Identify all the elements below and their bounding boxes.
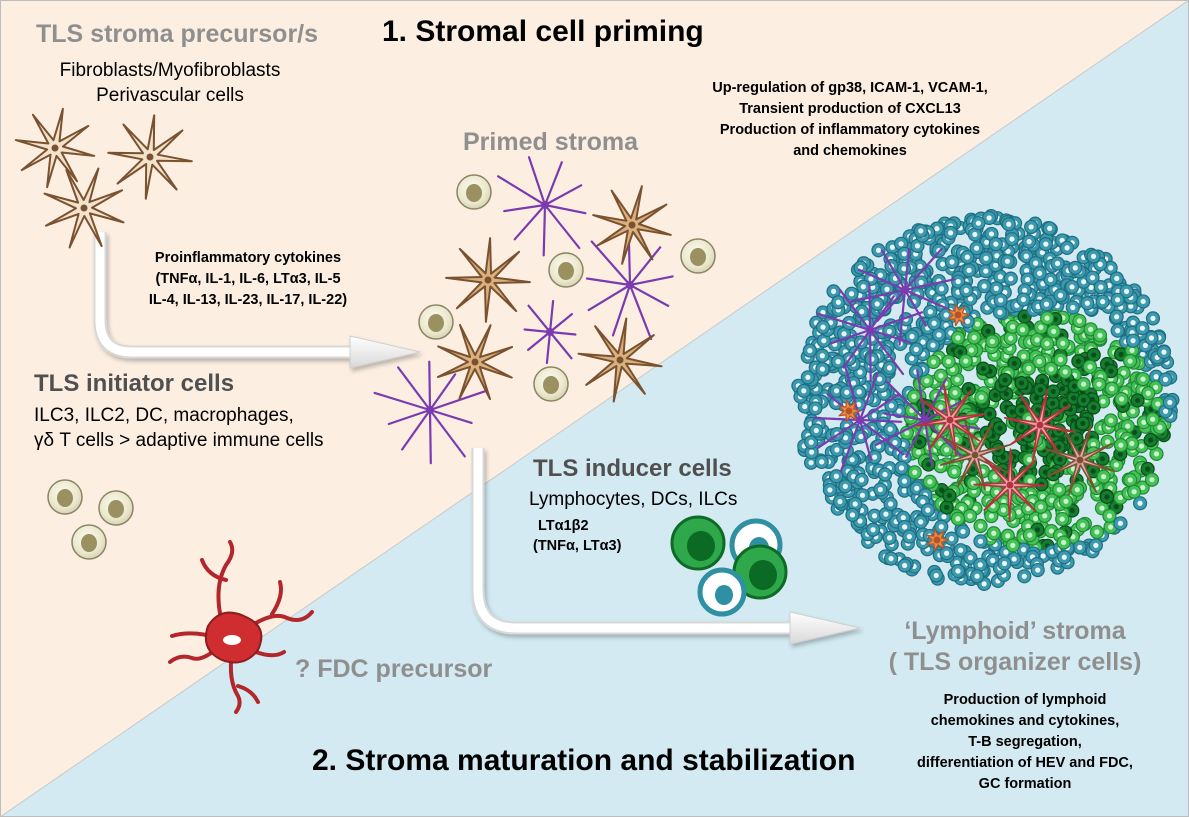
primed-stroma-icon [497,156,587,257]
fibroblast-star-icon [43,167,125,249]
lymphocyte-icon [670,515,788,617]
primed-stroma-icon [585,230,674,341]
fdc-precursor-icon [838,399,861,423]
priming-note-2: Transient production of CXCL13 [739,101,961,117]
cytokines-line-3: IL-4, IL-13, IL-23, IL-17, IL-22) [148,292,348,308]
priming-note-4: and chemokines [793,143,907,159]
precursor-line-2: Perivascular cells [96,85,244,106]
primed-stroma-icon [523,299,577,365]
priming-note-3: Production of inflammatory cytokines [719,122,981,138]
lymphoid-heading: ‘Lymphoid’ stroma [904,617,1126,645]
lymphoid-note-1: Production of lymphoid [943,692,1107,708]
lymphoid-note-3: T-B segregation, [968,734,1082,750]
fdc-precursor-icon [168,540,314,714]
lymphocyte-icon [418,304,454,340]
primed-stroma-icon [373,360,486,465]
primed-stroma-icon [816,283,924,382]
fdc-precursor-icon [947,303,970,327]
fibroblast-star-icon [445,237,531,323]
lymphocyte-icon [98,490,134,526]
fibroblast-star-icon [973,448,1047,522]
lymphoid-note-2: chemokines and cytokines, [930,713,1120,729]
lymphocyte-icon [548,252,584,288]
precursor-heading: TLS stroma precursor/s [36,20,319,48]
priming-title: 1. Stromal cell priming [382,15,704,48]
initiator-heading: TLS initiator cells [34,370,235,397]
maturation-title: 2. Stroma maturation and stabilization [312,744,856,777]
lymphoid-note-4: differentiation of HEV and FDC, [917,755,1133,771]
fibroblast-star-icon [1003,388,1077,462]
lymphocyte-icon [71,524,107,560]
primed-stroma-icon [813,365,905,473]
lymphocyte-icon [456,174,492,210]
arrow-icon [93,232,421,369]
fibroblast-star-icon [436,323,514,401]
fdc-precursor-icon [926,528,949,552]
primed-heading: Primed stroma [463,128,639,156]
lymphocyte-icon [680,238,716,274]
initiator-line-1: ILC3, ILC2, DC, macrophages, [34,405,294,426]
lymphocyte-icon [533,366,569,402]
inducer-line-2: LTα1β2 [538,518,589,534]
inducer-line-3: (TNFα, LTα3) [533,538,622,554]
fibroblast-star-icon [577,317,663,403]
fibroblast-star-icon [14,107,96,189]
lymphocyte-icon [47,479,83,515]
fibroblast-star-icon [1045,424,1115,496]
priming-note-1: Up-regulation of gp38, ICAM-1, VCAM-1, [712,80,988,96]
fdc-precursor-label: ? FDC precursor [295,655,493,683]
lymphoid-subheading: ( TLS organizer cells) [888,648,1142,676]
inducer-heading: TLS inducer cells [533,455,732,482]
fibroblast-star-icon [592,185,672,265]
lymphoid-note-5: GC formation [978,776,1072,792]
inducer-line-1: Lymphocytes, DCs, ILCs [529,489,738,510]
fibroblast-star-icon [939,419,1011,491]
initiator-line-2: γδ T cells > adaptive immune cells [34,430,324,451]
fibroblast-star-icon [913,383,987,457]
fibroblast-star-icon [107,114,193,200]
cytokines-line-1: Proinflammatory cytokines [154,250,342,266]
cytokines-line-2: (TNFα, IL-1, IL-6, LTα3, IL-5 [155,271,341,287]
precursor-line-1: Fibroblasts/Myofibroblasts [59,60,281,81]
primed-stroma-icon [850,247,956,346]
tls-aggregate-icon [791,209,1180,591]
